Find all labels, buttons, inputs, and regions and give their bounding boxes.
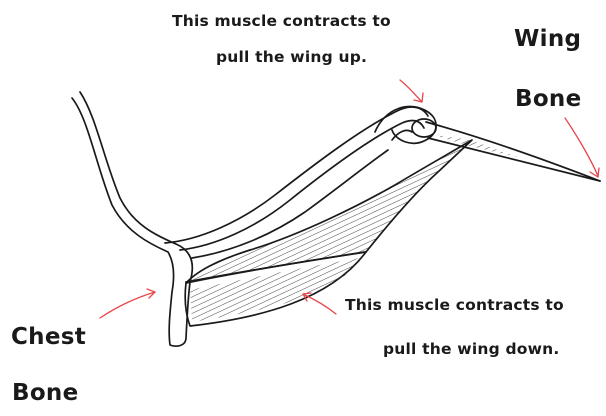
lower-muscle-label-line1: This muscle contracts to xyxy=(345,296,564,314)
lower-muscle-body xyxy=(186,140,472,283)
wing-bone-lower-edge xyxy=(428,138,600,181)
upper-muscle-arrow xyxy=(400,80,422,102)
chest-bone-arrow xyxy=(100,292,155,318)
keel-inner-outline xyxy=(80,92,192,282)
wing-bone-label-line2: Bone xyxy=(515,86,582,112)
lower-muscle-arrow xyxy=(303,294,336,314)
shoulder-joint xyxy=(375,106,436,143)
wing-bone-hatch xyxy=(430,134,520,158)
chest-bone-label-line1: Chest xyxy=(11,324,86,350)
upper-muscle-label-line1: This muscle contracts to xyxy=(172,12,391,30)
upper-muscle-label-line2: pull the wing up. xyxy=(216,48,367,66)
keel-outline xyxy=(72,98,190,346)
wing-bone-arrow xyxy=(565,118,598,176)
wing-bone-label-line1: Wing xyxy=(514,26,581,52)
chest-bone-label-line2: Bone xyxy=(12,380,79,406)
lower-muscle-label-line2: pull the wing down. xyxy=(383,340,559,358)
